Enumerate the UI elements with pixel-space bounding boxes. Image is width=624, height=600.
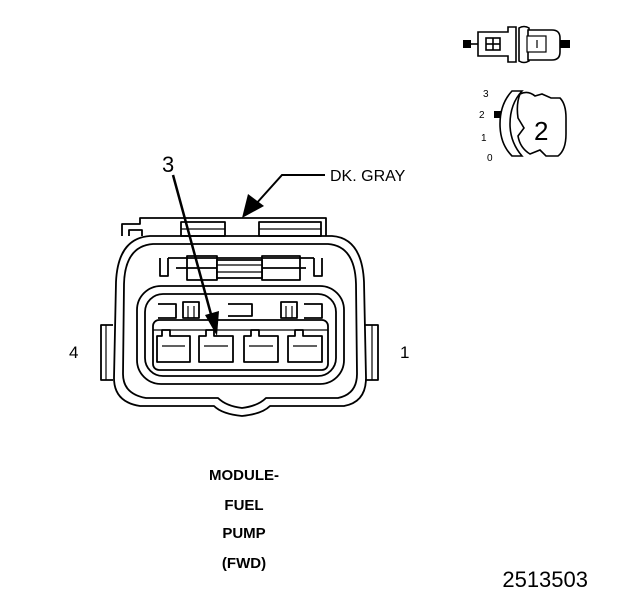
pin-label-left: 4	[69, 343, 78, 362]
view-scale-2: 2	[479, 110, 485, 121]
terminal-cavity-2	[243, 329, 279, 363]
pin-callout-label: 3	[162, 152, 174, 177]
view-indicator-icon	[494, 90, 567, 157]
title-line-2: FUEL	[224, 497, 263, 514]
view-scale-0: 0	[487, 153, 493, 164]
connector-side-view-icon	[463, 25, 570, 64]
view-number: 2	[534, 116, 548, 146]
pin-callout-arrow	[171, 174, 219, 336]
title-line-1: MODULE-	[209, 467, 279, 484]
terminal-cavity-1	[287, 329, 323, 363]
terminal-cavity-4	[156, 329, 191, 363]
terminal-cavity-3	[198, 329, 234, 363]
title-line-4: (FWD)	[222, 555, 266, 572]
view-scale-1: 1	[481, 133, 487, 144]
wire-color-label: DK. GRAY	[330, 168, 406, 185]
view-scale-3: 3	[483, 89, 489, 100]
figure-number: 2513503	[502, 567, 588, 592]
title-line-3: PUMP	[222, 525, 265, 542]
pin-label-right: 1	[400, 343, 409, 362]
connector-title: MODULE- FUEL PUMP (FWD)	[209, 467, 279, 572]
wire-color-leader	[242, 174, 325, 218]
connector-face	[100, 217, 379, 417]
